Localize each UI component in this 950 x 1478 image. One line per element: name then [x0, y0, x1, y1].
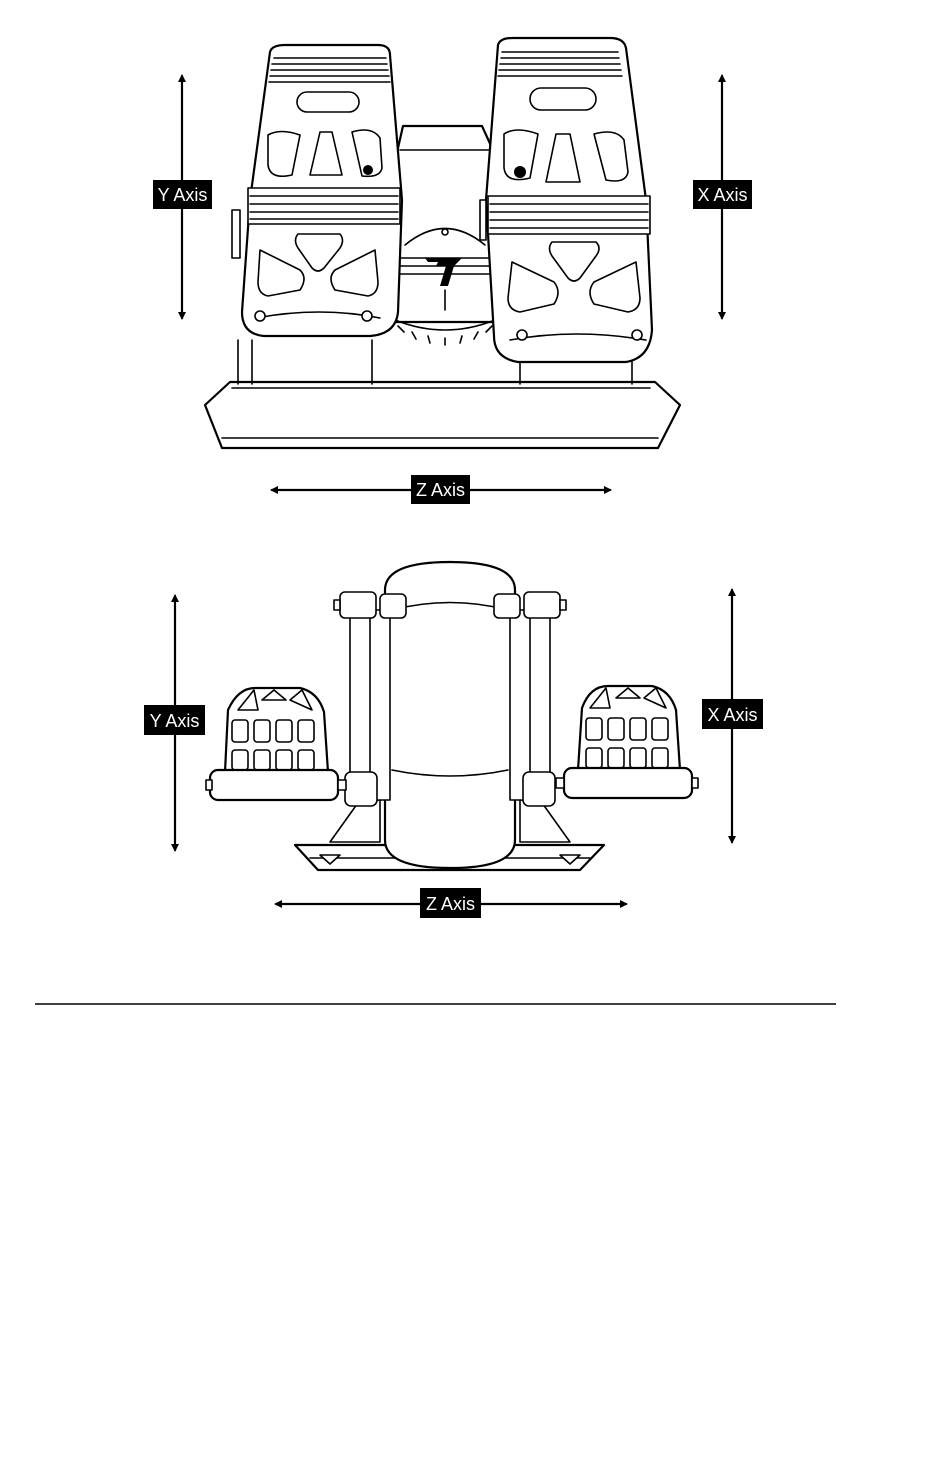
left-pedal-side	[206, 688, 346, 800]
top-z-axis-label: Z Axis	[411, 475, 470, 504]
side-x-axis-label: X Axis	[702, 699, 763, 729]
side-z-axis-label: Z Axis	[420, 888, 481, 918]
svg-text:X Axis: X Axis	[707, 705, 757, 725]
top-x-axis-label: X Axis	[693, 180, 752, 209]
svg-text:Y Axis: Y Axis	[158, 185, 208, 205]
right-pedal-side	[556, 686, 698, 798]
svg-text:X Axis: X Axis	[697, 185, 747, 205]
side-view-pedals-illustration	[206, 562, 698, 870]
top-view-pedals-illustration	[205, 38, 680, 448]
svg-text:Z Axis: Z Axis	[426, 894, 475, 914]
right-pedal-top	[480, 38, 652, 362]
side-y-axis-label: Y Axis	[144, 705, 205, 735]
top-y-axis-label: Y Axis	[153, 180, 212, 209]
svg-text:Z Axis: Z Axis	[416, 480, 465, 500]
left-pedal-top	[232, 45, 402, 336]
svg-text:Y Axis: Y Axis	[150, 711, 200, 731]
